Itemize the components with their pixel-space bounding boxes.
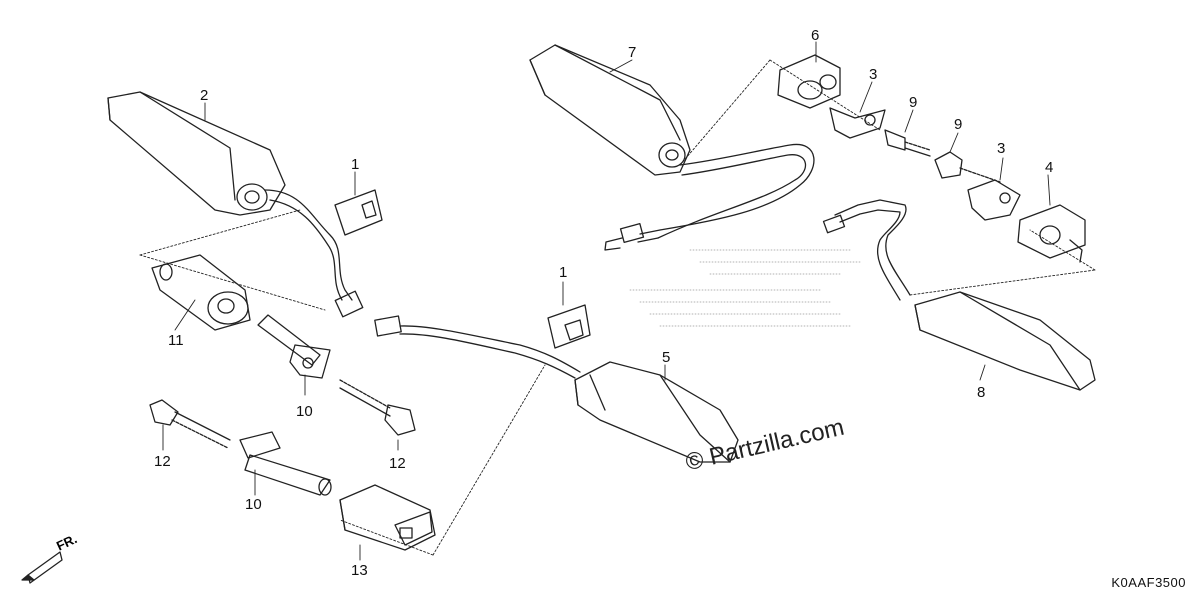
stay-part-3-lower bbox=[968, 180, 1020, 220]
callout-1-right: 1 bbox=[559, 264, 568, 281]
bolt-part-12-lower bbox=[150, 400, 230, 448]
turn-signal-right-front-part-5 bbox=[575, 362, 738, 462]
clip-part-1-left bbox=[335, 190, 382, 235]
rubber-mount-part-13 bbox=[340, 485, 435, 550]
clip-part-1-right bbox=[548, 305, 590, 348]
screw-part-9-upper bbox=[885, 130, 930, 156]
callout-5: 5 bbox=[662, 349, 671, 366]
turn-signal-left-front bbox=[108, 92, 352, 300]
turn-signal-rear-right-part-8 bbox=[823, 200, 1095, 390]
front-direction-arrow bbox=[22, 552, 62, 583]
diagram-code: K0AAF3500 bbox=[1111, 575, 1186, 590]
grommet-part-4 bbox=[1018, 205, 1085, 262]
leader-lines bbox=[163, 42, 1050, 560]
rubber-mount-part-11 bbox=[152, 255, 250, 330]
callout-3-lower: 3 bbox=[997, 140, 1006, 157]
callout-12-right: 12 bbox=[389, 455, 406, 472]
callout-6: 6 bbox=[811, 27, 820, 44]
callout-7: 7 bbox=[628, 44, 637, 61]
callout-3-upper: 3 bbox=[869, 66, 878, 83]
callout-10-upper: 10 bbox=[296, 403, 313, 420]
screw-part-9-lower bbox=[935, 152, 1000, 182]
callout-9-upper: 9 bbox=[909, 94, 918, 111]
bracket-lines bbox=[140, 60, 1095, 555]
callout-11: 11 bbox=[168, 332, 184, 349]
callout-12-left: 12 bbox=[154, 453, 171, 470]
bolt-part-12-upper bbox=[340, 380, 415, 435]
halftone-shadow bbox=[630, 250, 860, 326]
turn-signal-rear-left-part-7 bbox=[530, 45, 814, 250]
callout-2: 2 bbox=[200, 87, 209, 104]
callout-4: 4 bbox=[1045, 159, 1054, 176]
callout-10-lower: 10 bbox=[245, 496, 262, 513]
grommet-part-6 bbox=[778, 55, 840, 108]
callout-1-left: 1 bbox=[351, 156, 360, 173]
callout-9-lower: 9 bbox=[954, 116, 963, 133]
stay-part-3-upper bbox=[830, 108, 885, 138]
callout-13: 13 bbox=[351, 562, 368, 579]
collar-part-10-lower bbox=[240, 432, 331, 495]
collar-part-10-upper bbox=[258, 315, 330, 378]
connector-left-1 bbox=[335, 291, 580, 378]
callout-8: 8 bbox=[977, 384, 986, 401]
